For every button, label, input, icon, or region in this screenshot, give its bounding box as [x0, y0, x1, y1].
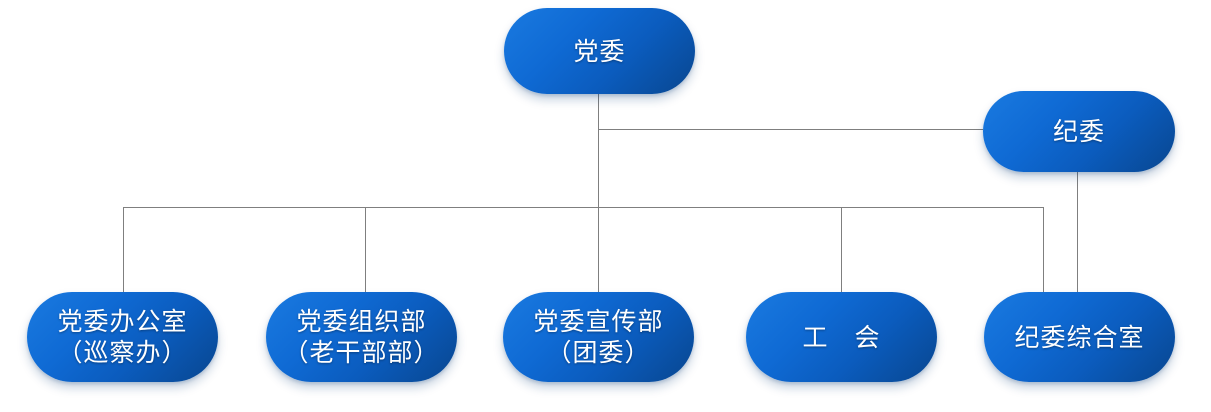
node-organization-dept[interactable]: 党委组织部 （老干部部） — [266, 292, 457, 382]
node-labor-union-label: 工 会 — [802, 322, 881, 352]
node-discipline-committee[interactable]: 纪委 — [983, 91, 1175, 172]
node-organization-dept-label: 党委组织部 （老干部部） — [283, 307, 440, 367]
node-discipline-office-label: 纪委综合室 — [1014, 322, 1145, 352]
node-labor-union[interactable]: 工 会 — [746, 292, 937, 382]
node-discipline-office[interactable]: 纪委综合室 — [984, 292, 1175, 382]
node-party-office[interactable]: 党委办公室 （巡察办） — [27, 292, 218, 382]
node-party-office-label: 党委办公室 （巡察办） — [57, 307, 188, 367]
node-discipline-committee-label: 纪委 — [1052, 117, 1105, 146]
node-publicity-dept[interactable]: 党委宣传部 （团委） — [503, 292, 694, 382]
node-party-committee[interactable]: 党委 — [504, 8, 695, 94]
node-publicity-dept-label: 党委宣传部 （团委） — [533, 307, 664, 367]
node-party-committee-label: 党委 — [573, 36, 626, 66]
